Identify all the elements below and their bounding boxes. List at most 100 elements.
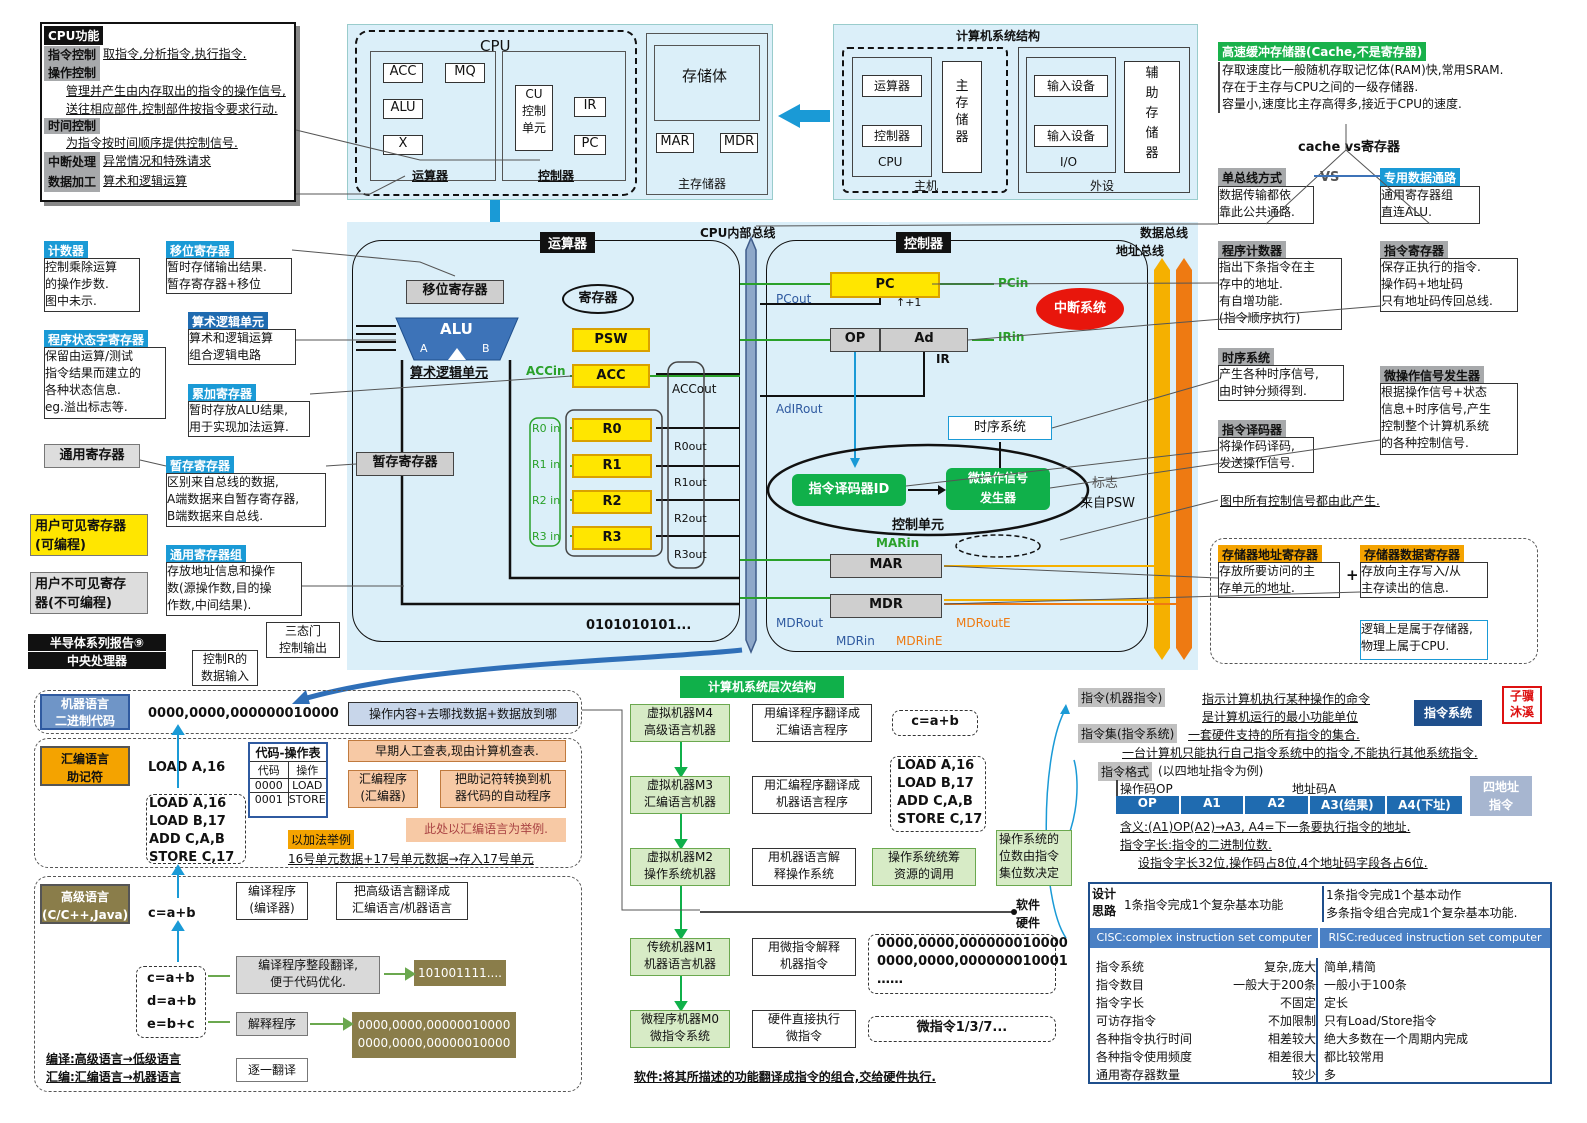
bus-bits-label: 0101010101...: [586, 618, 692, 633]
cpu-func-val: 算术和逻辑运算: [103, 174, 188, 188]
r1-out-label: R1out: [674, 476, 707, 489]
addr-bus-label: 地址总线: [1116, 244, 1165, 258]
control-signal-note: 图中所有控制信号都由此产生.: [1220, 494, 1380, 508]
cpu-func-key: 指令控制: [44, 46, 101, 65]
compile-footnote: 编译:高级语言→低级语言: [46, 1052, 181, 1066]
level-m1: 传统机器M1 机器语言机器: [630, 938, 730, 976]
r2-in-label: R2 in: [532, 494, 561, 507]
pc-note-title: 程序计数器: [1218, 241, 1287, 260]
asm-lang-group: [34, 738, 582, 868]
shift-register-box: 移位寄存器: [406, 280, 504, 304]
level-m1-example: 0000,0000,000000010000 0000,0000,0000000…: [868, 934, 1068, 994]
level-m3-desc: 用汇编程序翻译成 机器语言程序: [752, 776, 872, 814]
assemble-footnote: 汇编:汇编语言→机器语言: [46, 1070, 181, 1084]
gpr-note-title: 通用寄存器组: [166, 545, 247, 564]
interpreter-box: 解释程序: [236, 1012, 308, 1036]
mdr-ine-label: MDRinE: [896, 634, 943, 648]
r0-out-label: R0out: [674, 440, 707, 453]
cpu-func-val: 取指令,分析指令,执行指令.: [103, 47, 247, 61]
format-row: OP A1 A2 A3(结果) A4(下址): [1116, 796, 1462, 814]
alu-unit-label: 运算器: [412, 169, 449, 183]
sys-input-1: 输入设备: [1034, 75, 1108, 97]
sys-cpu: CPU: [878, 155, 903, 169]
table-header: 操作: [296, 764, 319, 777]
from-psw-label: 来自PSW: [1080, 496, 1135, 511]
instruction-def-1: 指示计算机执行某种操作的命令: [1202, 692, 1371, 706]
temp-register-box: 暂存寄存器: [356, 452, 454, 476]
cache-body: 存取速度比一般随机存取记忆体(RAM)快,常用SRAM. 存在于主存与CPU之间…: [1218, 62, 1558, 113]
code-op-table-title: 代码-操作表: [250, 744, 326, 762]
level-m4-example: c=a+b: [892, 710, 978, 736]
control-unit-label: 控制单元: [892, 518, 945, 533]
four-address-label: 四地址 指令: [1470, 776, 1532, 816]
cisc-value: 不固定: [1279, 996, 1316, 1010]
cache-title: 高速缓冲存储器(Cache,不是寄存器): [1218, 42, 1427, 61]
mar-box-main: MAR: [830, 554, 942, 578]
r0-box: R0: [572, 418, 652, 442]
format-cell: A2: [1245, 796, 1308, 814]
level-m3-example: LOAD A,16 LOAD B,17 ADD C,A,B STORE C,17: [890, 756, 986, 832]
risc-header: RISC:reduced instruction set computer: [1320, 928, 1550, 948]
invisible-register-box: 用户不可见寄存 器(不可编程): [30, 572, 148, 614]
mdr-box-main: MDR: [830, 594, 942, 618]
r1-box: R1: [572, 454, 652, 478]
counter-body: 控制乘除运算 的操作步数. 图中未示.: [44, 258, 140, 312]
cisc-value: 相差较大: [1267, 1032, 1316, 1046]
table-cell: 0000: [250, 779, 289, 792]
alu-note-title: 算术逻辑单元: [188, 312, 269, 331]
level-m4: 虚拟机器M4 高级语言机器: [630, 704, 730, 742]
level-m2-example: 操作系统统筹 资源的调用: [872, 848, 976, 886]
acc-note-title: 累加寄存器: [188, 384, 257, 403]
cpu-func-val: 为指令按时间顺序提供控制信号.: [66, 136, 238, 150]
timing-system-box: 时序系统: [948, 416, 1052, 440]
r3-in-label: R3 in: [532, 530, 561, 543]
system-structure-panel: 计算机系统结构 运算器 控制器 CPU 主 存 储 器 主机 输入设备 输入设备…: [833, 24, 1198, 200]
registers-label: 寄存器: [562, 284, 634, 314]
hardware-label: 硬件: [1016, 916, 1041, 930]
sys-mainmem: 主 存 储 器: [942, 61, 982, 173]
level-m3: 虚拟机器M3 汇编语言机器: [630, 776, 730, 814]
risc-value: 定长: [1316, 994, 1348, 1012]
design-key: 指令系统: [1096, 960, 1145, 974]
ir-box: IR: [574, 97, 606, 117]
source-program: c=a+b d=a+b e=b+c: [136, 966, 206, 1038]
main-memory-label: 主存储器: [678, 177, 727, 191]
risc-value: 简单,精简: [1316, 958, 1376, 976]
assembler-note: 把助记符转换到机 器代码的自动程序: [440, 770, 566, 808]
mem-reg-group: [1210, 538, 1538, 664]
cisc-value: 较少: [1291, 1068, 1316, 1082]
cpu-dashed-box: [355, 30, 637, 196]
design-key: 指令数目: [1096, 978, 1145, 992]
design-key: 各种指令执行时间: [1096, 1032, 1193, 1046]
compile-whole-note: 编译程序整段翻译, 便于代码优化.: [236, 956, 380, 994]
assembler-box: 汇编程序 (汇编器): [348, 770, 418, 808]
r-input-note: 控制R的 数据输入: [192, 650, 258, 686]
high-lang-label: 高级语言 (C/C++,Java): [40, 884, 130, 924]
mdr-in-label: MDRin: [836, 634, 875, 648]
opcode-header: 操作码OP: [1116, 780, 1180, 797]
design-panel: [1088, 882, 1552, 1084]
r0-in-label: R0 in: [532, 422, 561, 435]
machine-code: 0000,0000,000000010000: [148, 706, 339, 721]
format-cell: A3(结果): [1309, 796, 1385, 814]
binary-output-1: 101001111....: [414, 960, 506, 986]
risc-value: 多: [1316, 1066, 1336, 1084]
binary-output-2: 0000,0000,00000010000 0000,0000,00000010…: [352, 1012, 516, 1058]
cpu-func-key: 操作控制: [44, 65, 101, 81]
general-register-box: 通用寄存器: [44, 444, 140, 468]
mar-note-body: 存放所要访问的主 存单元的地址.: [1218, 562, 1340, 598]
sys-ctrl: 控制器: [862, 125, 922, 147]
instruction-def-2: 是计算机运行的最小功能单位: [1202, 710, 1359, 724]
mq-box: MQ: [445, 63, 485, 83]
level-m2: 虚拟机器M2 操作系统机器: [630, 848, 730, 886]
cpu-function-panel: CPU功能 指令控制取指令,分析指令,执行指令. 操作控制 管理并产生由内存取出…: [40, 22, 296, 202]
decoder-note-body: 将操作码译码, 发送操作信号.: [1218, 437, 1314, 473]
cache-vs-label: cache vs寄存器: [1298, 140, 1400, 155]
bus-vs: VS: [1320, 170, 1340, 185]
x-box: X: [383, 135, 423, 155]
microgen-note-body: 根据操作信号+状态 信息+时序信号,产生 控制整个计算机系统 的各种控制信号.: [1380, 383, 1518, 455]
cisc-value: 不加限制: [1267, 1014, 1316, 1028]
psw-note-title: 程序状态字寄存器: [44, 330, 149, 349]
word-length-example: 设指令字长32位,操作码占8位,4个地址码字段各占6位.: [1138, 856, 1428, 870]
decoder-box: 指令译码器ID: [792, 474, 906, 506]
